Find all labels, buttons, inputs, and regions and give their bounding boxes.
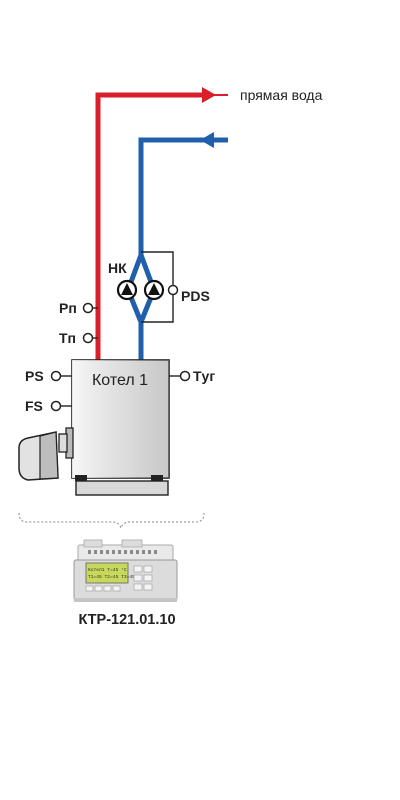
pump-label: НК [108, 260, 127, 276]
fs-sensor-icon [50, 400, 62, 412]
connection-brace [18, 512, 205, 530]
pump-left-icon [116, 279, 138, 301]
controller-display-line1: Котел1 Т=45 °С [88, 567, 127, 573]
controller-device-icon: Котел1 Т=45 °С Т1=45 Т2=45 Т3=45 [73, 539, 178, 602]
tp-sensor-icon [82, 332, 94, 344]
return-arrow-icon [200, 132, 214, 148]
pp-sensor-icon [82, 302, 94, 314]
controller-display-line2: Т1=45 Т2=45 Т3=45 [88, 574, 135, 580]
fs-label: FS [25, 398, 43, 414]
tp-label: Tп [59, 330, 76, 346]
supply-arrow-icon [202, 87, 216, 103]
pp-label: Pп [59, 300, 77, 316]
tug-sensor-icon [179, 370, 191, 382]
tug-label: Tуг [193, 368, 215, 384]
controller-model-label: КТР-121.01.10 [78, 612, 175, 628]
supply-pipe [95, 87, 228, 360]
ps-label: PS [25, 368, 44, 384]
boiler-body [71, 359, 170, 496]
return-pipe [125, 132, 228, 360]
pds-label: PDS [181, 288, 210, 304]
boiler-name: Котел 1 [92, 372, 148, 389]
supply-water-label: прямая вода [240, 87, 323, 103]
pump-right-icon [143, 279, 165, 301]
ps-sensor-icon [50, 370, 62, 382]
burner-icon [18, 427, 74, 481]
pds-sensor-icon [167, 284, 179, 296]
